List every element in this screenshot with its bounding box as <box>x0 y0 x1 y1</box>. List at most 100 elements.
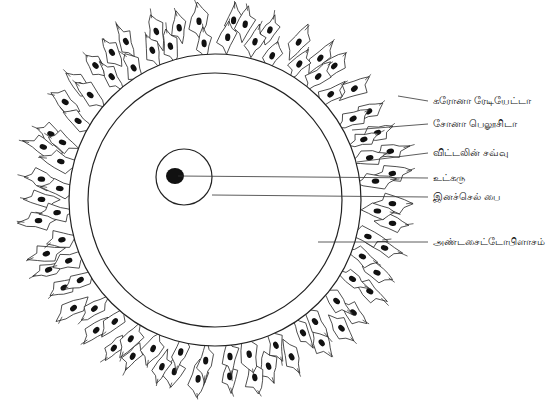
follicle-cell <box>146 35 160 69</box>
cell-nucleus <box>195 375 201 383</box>
corona-cells <box>17 0 415 399</box>
follicle-cell <box>349 133 379 147</box>
cell-process <box>170 383 172 389</box>
cell-process <box>343 52 347 56</box>
cell-nucleus <box>268 51 276 60</box>
cell-process <box>100 59 103 66</box>
cell-nucleus <box>127 334 135 343</box>
cell-process <box>253 369 254 376</box>
part-label: கரோனா ரேடியேட்டா <box>432 95 532 107</box>
follicle-cell <box>339 77 369 101</box>
cell-nucleus <box>149 344 157 353</box>
cell-nucleus <box>371 178 379 184</box>
cell-process <box>273 10 274 19</box>
cell-nucleus <box>64 257 73 265</box>
cell-process <box>364 286 371 289</box>
cell-process <box>363 320 370 324</box>
cell-process <box>407 168 415 171</box>
cell-nucleus <box>58 139 67 147</box>
leader-lines <box>178 96 428 242</box>
cell-process <box>258 390 262 396</box>
cell-process <box>351 338 357 344</box>
cell-process <box>202 24 204 33</box>
cell-process <box>272 377 274 383</box>
follicle-cell <box>361 203 394 220</box>
cell-process <box>17 221 25 222</box>
cell-nucleus <box>389 201 397 206</box>
cell-process <box>47 94 54 96</box>
cell-process <box>29 275 36 279</box>
cell-process <box>83 52 88 57</box>
cell-process <box>174 8 177 16</box>
cell-nucleus <box>251 373 258 382</box>
follicle-cell <box>164 29 178 63</box>
cell-process <box>229 19 230 26</box>
leader-line <box>318 242 428 243</box>
cell-nucleus <box>227 352 233 360</box>
cell-process <box>381 298 388 306</box>
cell-process <box>373 261 381 266</box>
cell-process <box>115 22 119 30</box>
cell-process <box>390 179 399 181</box>
cell-nucleus <box>380 244 389 251</box>
cell-process <box>277 36 280 44</box>
zona-outer-ring <box>69 54 361 346</box>
cell-process <box>329 39 334 46</box>
cell-nucleus <box>295 38 303 47</box>
follicle-cell <box>140 333 164 365</box>
cell-nucleus <box>317 338 326 347</box>
follicle-cell <box>217 21 238 54</box>
follicle-cell <box>338 110 368 128</box>
cell-process <box>36 212 43 214</box>
cell-process <box>365 110 371 113</box>
cell-process <box>404 145 415 148</box>
cell-process <box>175 366 178 375</box>
cell-process <box>60 107 66 114</box>
cell-nucleus <box>74 117 83 125</box>
cell-nucleus <box>349 115 358 123</box>
cell-nucleus <box>372 269 381 277</box>
cell-nucleus <box>58 236 67 243</box>
cell-process <box>81 340 88 345</box>
cell-nucleus <box>266 26 273 35</box>
part-label: இனச்செல் பை <box>432 191 501 203</box>
cell-nucleus <box>350 84 359 93</box>
cell-nucleus <box>359 136 368 144</box>
cell-process <box>390 212 401 215</box>
cell-process <box>78 318 84 325</box>
cell-nucleus <box>38 197 46 202</box>
cell-process <box>281 357 283 366</box>
part-label: விட்டலின் சவ்வு <box>432 147 510 159</box>
cell-nucleus <box>364 233 373 240</box>
cell-nucleus <box>53 210 61 216</box>
cell-process <box>305 25 309 30</box>
germinal-vesicle <box>156 149 212 205</box>
cell-nucleus <box>299 328 308 337</box>
cell-process <box>231 388 234 397</box>
leader-line <box>352 124 428 130</box>
cell-process <box>101 332 106 336</box>
follicle-cell <box>244 24 266 58</box>
cell-nucleus <box>265 362 272 371</box>
cell-nucleus <box>388 170 396 176</box>
cell-process <box>63 69 70 76</box>
cell-process <box>48 293 54 298</box>
cell-nucleus <box>158 362 165 371</box>
cell-process <box>324 333 332 342</box>
cell-process <box>375 130 384 135</box>
cell-process <box>120 352 123 362</box>
cell-nucleus <box>316 53 325 62</box>
follicle-cell <box>81 295 109 320</box>
cell-nucleus <box>177 348 184 357</box>
cell-process <box>38 157 47 159</box>
cell-nucleus <box>176 24 183 32</box>
cell-process <box>166 22 167 33</box>
cell-nucleus <box>107 72 116 81</box>
cell-process <box>231 370 232 381</box>
cell-nucleus <box>332 297 341 306</box>
cell-nucleus <box>42 250 51 257</box>
cell-process <box>297 368 300 376</box>
cell-nucleus <box>348 275 357 283</box>
part-label: அண்டசைட்டோபிளாசம் <box>432 236 546 248</box>
cell-nucleus <box>167 42 174 51</box>
